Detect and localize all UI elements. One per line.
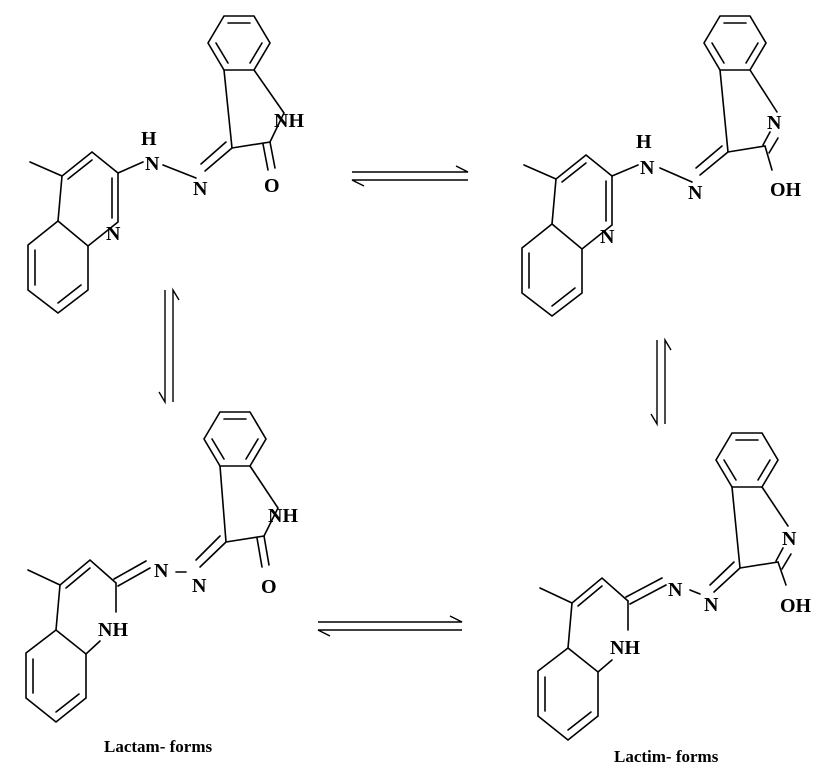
nh-label: NH	[268, 505, 298, 527]
o-label: O	[264, 175, 280, 197]
nh-label: NH	[274, 110, 304, 132]
n-label: N	[767, 112, 782, 134]
n-label: N	[668, 579, 683, 601]
oh-label: OH	[770, 179, 802, 201]
structure-bottom-left: NH O N N NH Lactam- forms	[25, 411, 298, 756]
nh-label: NH	[610, 637, 640, 659]
n-label: N	[192, 575, 207, 597]
caption-lactim: Lactim- forms	[614, 747, 719, 766]
n-label: N	[782, 528, 797, 550]
h-label: H	[636, 131, 652, 153]
structure-top-right: N OH N N H N	[521, 15, 802, 318]
structure-bottom-right: N OH N N NH Lactim- forms	[537, 432, 812, 766]
o-label: O	[261, 576, 277, 598]
n-label: N	[145, 153, 160, 175]
n-label: N	[193, 178, 208, 200]
n-label: N	[704, 594, 719, 616]
nh-label: NH	[98, 619, 128, 641]
n-label: N	[600, 226, 615, 248]
n-label: N	[688, 182, 703, 204]
equilibrium-arrow-right	[650, 337, 672, 427]
equilibrium-arrow-left	[158, 287, 180, 405]
n-label: N	[154, 560, 169, 582]
equilibrium-arrow-bottom	[317, 615, 463, 637]
oh-label: OH	[780, 595, 812, 617]
caption-lactam: Lactam- forms	[104, 737, 212, 756]
n-label: N	[106, 223, 121, 245]
equilibrium-arrow-top	[351, 165, 469, 187]
structure-top-left: NH O N N H N	[27, 15, 304, 315]
n-label: N	[640, 157, 655, 179]
h-label: H	[141, 128, 157, 150]
